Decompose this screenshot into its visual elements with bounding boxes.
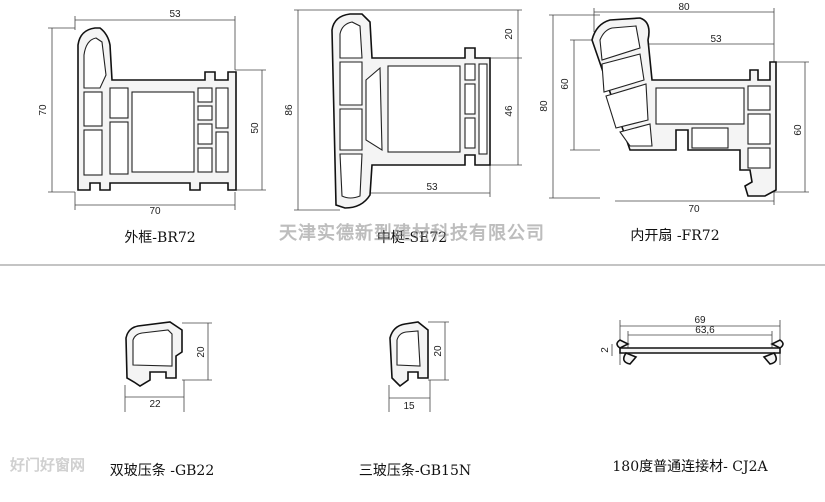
watermark-company: 天津实德新型建材科技有限公司 [279, 222, 545, 244]
profile-connector: 69 63,6 2 180度普通连接材- CJ2A [600, 315, 784, 475]
dim-top-label: 53 [169, 9, 181, 20]
dim-bottom-label: 70 [149, 206, 161, 217]
caption-outer-frame: 外框-BR72 [124, 230, 195, 246]
dim-bottom-label: 22 [149, 399, 161, 410]
dim-left-label: 2 [600, 347, 611, 353]
dim-right-label: 20 [433, 345, 444, 357]
dim-right-label: 60 [793, 124, 804, 136]
caption-triple-glazing-bead: 三玻压条-GB15N [359, 462, 471, 479]
caption-double-glazing-bead: 双玻压条 -GB22 [110, 462, 214, 479]
dim-top-label: 80 [678, 2, 690, 13]
profile-mullion: 86 20 46 53 中梃-SE72 [284, 9, 522, 246]
dim-inner-top-label: 53 [710, 34, 722, 45]
dim-right-label: 46 [504, 105, 515, 117]
profile-inward-sash: 80 53 80 60 60 70 内开扇 -FR72 [539, 2, 809, 244]
dim-bottom-label: 70 [688, 204, 700, 215]
dim-top-label: 69 [694, 315, 706, 326]
dim-bottom-label: 15 [403, 401, 415, 412]
profile-outer-frame: 53 70 50 70 外框-BR72 [38, 9, 266, 246]
profile-double-glazing-bead: 20 22 双玻压条 -GB22 [110, 321, 214, 479]
dim-right-label: 50 [250, 122, 261, 134]
dim-left-label: 70 [38, 104, 49, 116]
connector-section [619, 347, 781, 354]
dim-right-label: 20 [196, 346, 207, 358]
dim-inner-label: 63,6 [695, 325, 715, 336]
dim-left-outer-label: 80 [539, 100, 550, 112]
dim-left-label: 86 [284, 104, 295, 116]
caption-mullion: 中梃-SE72 [377, 230, 447, 246]
caption-connector: 180度普通连接材- CJ2A [612, 458, 768, 475]
watermark-site: 好门好窗网 [9, 456, 85, 474]
dim-bottom-label: 53 [426, 182, 438, 193]
profile-triple-glazing-bead: 20 15 三玻压条-GB15N [359, 321, 471, 479]
dim-right-top-label: 20 [504, 28, 515, 40]
dim-left-inner-label: 60 [560, 78, 571, 90]
caption-inward-sash: 内开扇 -FR72 [630, 228, 719, 244]
